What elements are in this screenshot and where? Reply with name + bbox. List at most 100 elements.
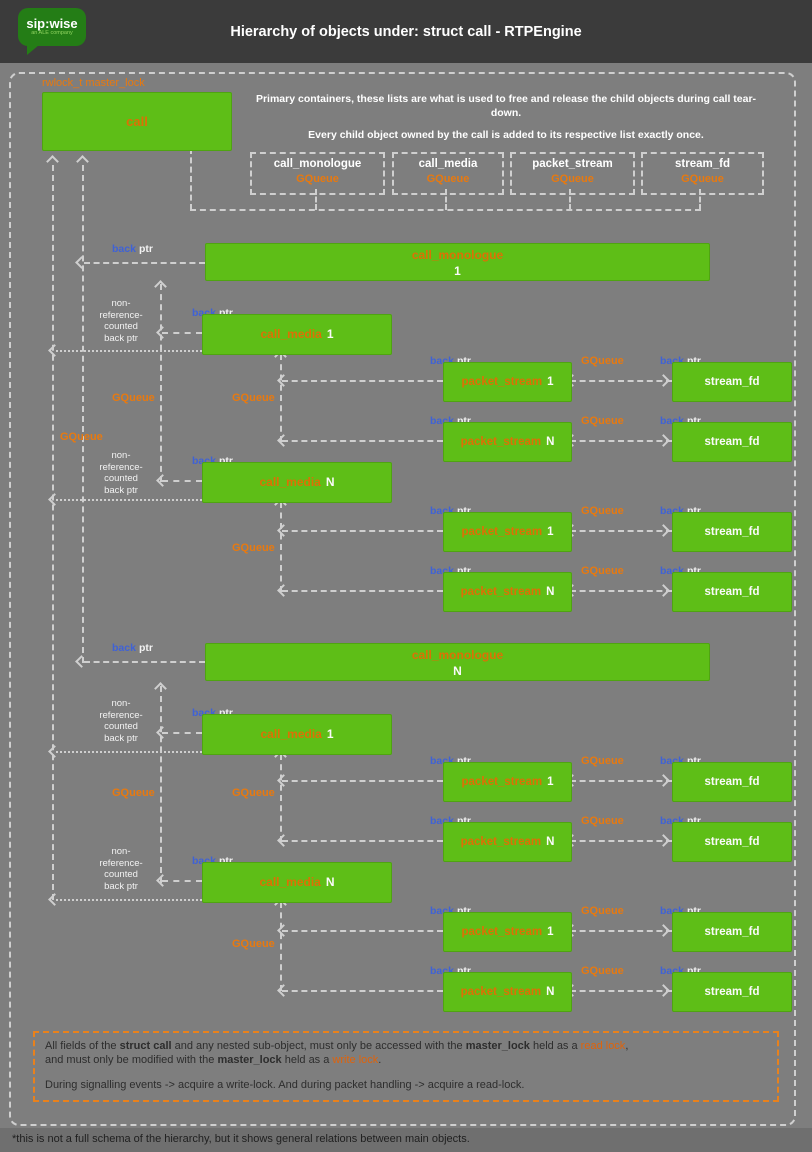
non-ref-line: non- [111,698,131,709]
node-name: stream_fd [704,526,760,538]
note-text: and must only be modified with the [45,1053,218,1066]
node-name: call_monologue [411,248,504,262]
container-call-media: call_media GQueue [392,152,504,195]
container-name: call_media [418,158,478,170]
note-write-lock: write lock [332,1053,379,1066]
non-ref-line: back ptr [104,332,138,344]
container-call-monologue: call_monologue GQueue [250,152,385,195]
call-monologue-n-box: call_monologue N [205,643,710,681]
stream-fd-box: stream_fd [672,572,792,612]
node-name: call_media [260,327,322,341]
container-name: stream_fd [675,158,730,170]
gqueue-label: GQueue [232,392,275,404]
diagram-border [9,72,796,1126]
note-bold-master-lock: master_lock [465,1040,530,1052]
container-packet-stream: packet_stream GQueue [510,152,635,195]
dashed-connector [699,189,701,210]
node-index: N [453,664,462,678]
node-index: 1 [547,776,554,788]
dashed-connector [282,530,443,532]
call-media-1-box: call_media 1 [202,314,392,355]
dashed-connector [190,148,192,210]
dashed-connector [570,990,672,992]
stream-fd-box: stream_fd [672,362,792,402]
footnote-text: *this is not a full schema of the hierar… [12,1133,470,1145]
non-ref-back-ptr-label: non- reference- counted back ptr [92,846,150,892]
node-name: stream_fd [704,436,760,448]
dashed-connector [570,590,672,592]
non-ref-line: counted [104,473,138,484]
node-index: 1 [547,376,554,388]
gqueue-label: GQueue [581,505,624,517]
dashed-connector [162,480,202,482]
note-bold-struct-call: struct call [119,1040,172,1052]
non-ref-line: back ptr [104,880,138,892]
header-bar: Hierarchy of objects under: struct call … [0,0,812,63]
note-line-2: and must only be modified with the maste… [45,1054,767,1068]
note-text: and any nested sub-object, must only be … [171,1040,466,1052]
non-ref-line: reference- [99,309,143,321]
dashed-connector [282,380,443,382]
node-name: call_monologue [411,648,504,662]
note-text: , [625,1040,629,1052]
dotted-connector [56,899,202,901]
node-index: N [546,436,555,448]
gqueue-label: GQueue [581,965,624,977]
non-ref-line: counted [104,321,138,332]
gqueue-label: GQueue [581,755,624,767]
dashed-connector [160,686,162,883]
dashed-connector [162,880,202,882]
gqueue-label: GQueue [581,355,624,367]
gqueue-label: GQueue [232,787,275,799]
node-name: call_media [259,875,321,889]
node-name: stream_fd [704,986,760,998]
call-box: call [42,92,232,151]
non-ref-line: reference- [99,461,143,473]
stream-fd-box: stream_fd [672,762,792,802]
non-ref-back-ptr-label: non- reference- counted back ptr [92,450,150,496]
dashed-connector [84,262,205,264]
note-bold-master-lock: master_lock [217,1053,282,1066]
node-index: 1 [454,264,461,278]
locking-note: All fields of the struct call and any ne… [33,1031,779,1102]
dotted-connector [56,350,202,352]
gqueue-label: GQueue [112,787,155,799]
note-text: held as a [281,1053,333,1066]
dashed-connector [570,530,672,532]
intro-line1: Primary containers, these lists are what… [255,93,757,119]
dashed-connector [282,840,443,842]
non-ref-line: non- [111,298,131,309]
dashed-connector [570,380,672,382]
dashed-connector [282,440,443,442]
logo-brand-text: sip:wise [26,16,78,31]
stream-fd-box: stream_fd [672,512,792,552]
dashed-connector [282,590,443,592]
node-index: N [546,986,555,998]
dashed-connector [84,661,205,663]
master-lock-label: rwlock_t master_lock [42,77,145,89]
dashed-connector [280,502,282,592]
gqueue-label: GQueue [232,542,275,554]
gqueue-label: GQueue [581,905,624,917]
node-index: 1 [326,327,334,341]
container-name: packet_stream [532,158,613,170]
dashed-connector [162,732,202,734]
non-ref-back-ptr-label: non- reference- counted back ptr [92,298,150,344]
dashed-connector [52,165,54,900]
non-ref-line: reference- [99,709,143,721]
footer-band [0,1128,812,1152]
node-index: N [546,836,555,848]
stream-fd-box: stream_fd [672,972,792,1012]
dotted-connector [56,499,202,501]
container-name: call_monologue [273,158,362,170]
node-index: N [546,586,555,598]
